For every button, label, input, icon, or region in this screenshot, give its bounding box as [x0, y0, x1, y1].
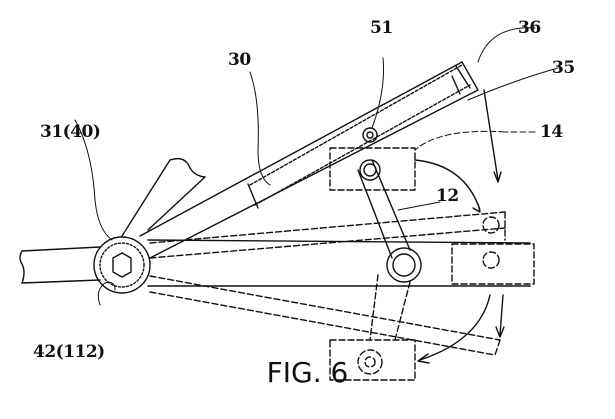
- arm-dashed-lower: [149, 275, 501, 356]
- upper-post: [121, 157, 206, 237]
- arm-horizontal: [147, 239, 531, 287]
- link-12: [357, 159, 422, 283]
- arm-30: [139, 61, 479, 259]
- label-14: 14: [540, 122, 563, 142]
- label-35: 35: [552, 58, 575, 78]
- block-positions: [329, 147, 535, 381]
- figure-caption: FIG. 6: [266, 356, 349, 389]
- arm-dashed-upper: [149, 211, 506, 259]
- label-30: 30: [228, 50, 251, 70]
- motion-arcs: [414, 89, 505, 364]
- label-51: 51: [370, 18, 393, 38]
- pivot-hub: [93, 236, 151, 294]
- label-36: 36: [518, 18, 541, 38]
- leader-lines: [74, 27, 559, 306]
- roller-51: [362, 127, 378, 143]
- label-42-112: 42(112): [33, 342, 105, 362]
- label-12: 12: [436, 186, 459, 206]
- frame-tube: [19, 246, 101, 284]
- label-31-40: 31(40): [40, 122, 101, 142]
